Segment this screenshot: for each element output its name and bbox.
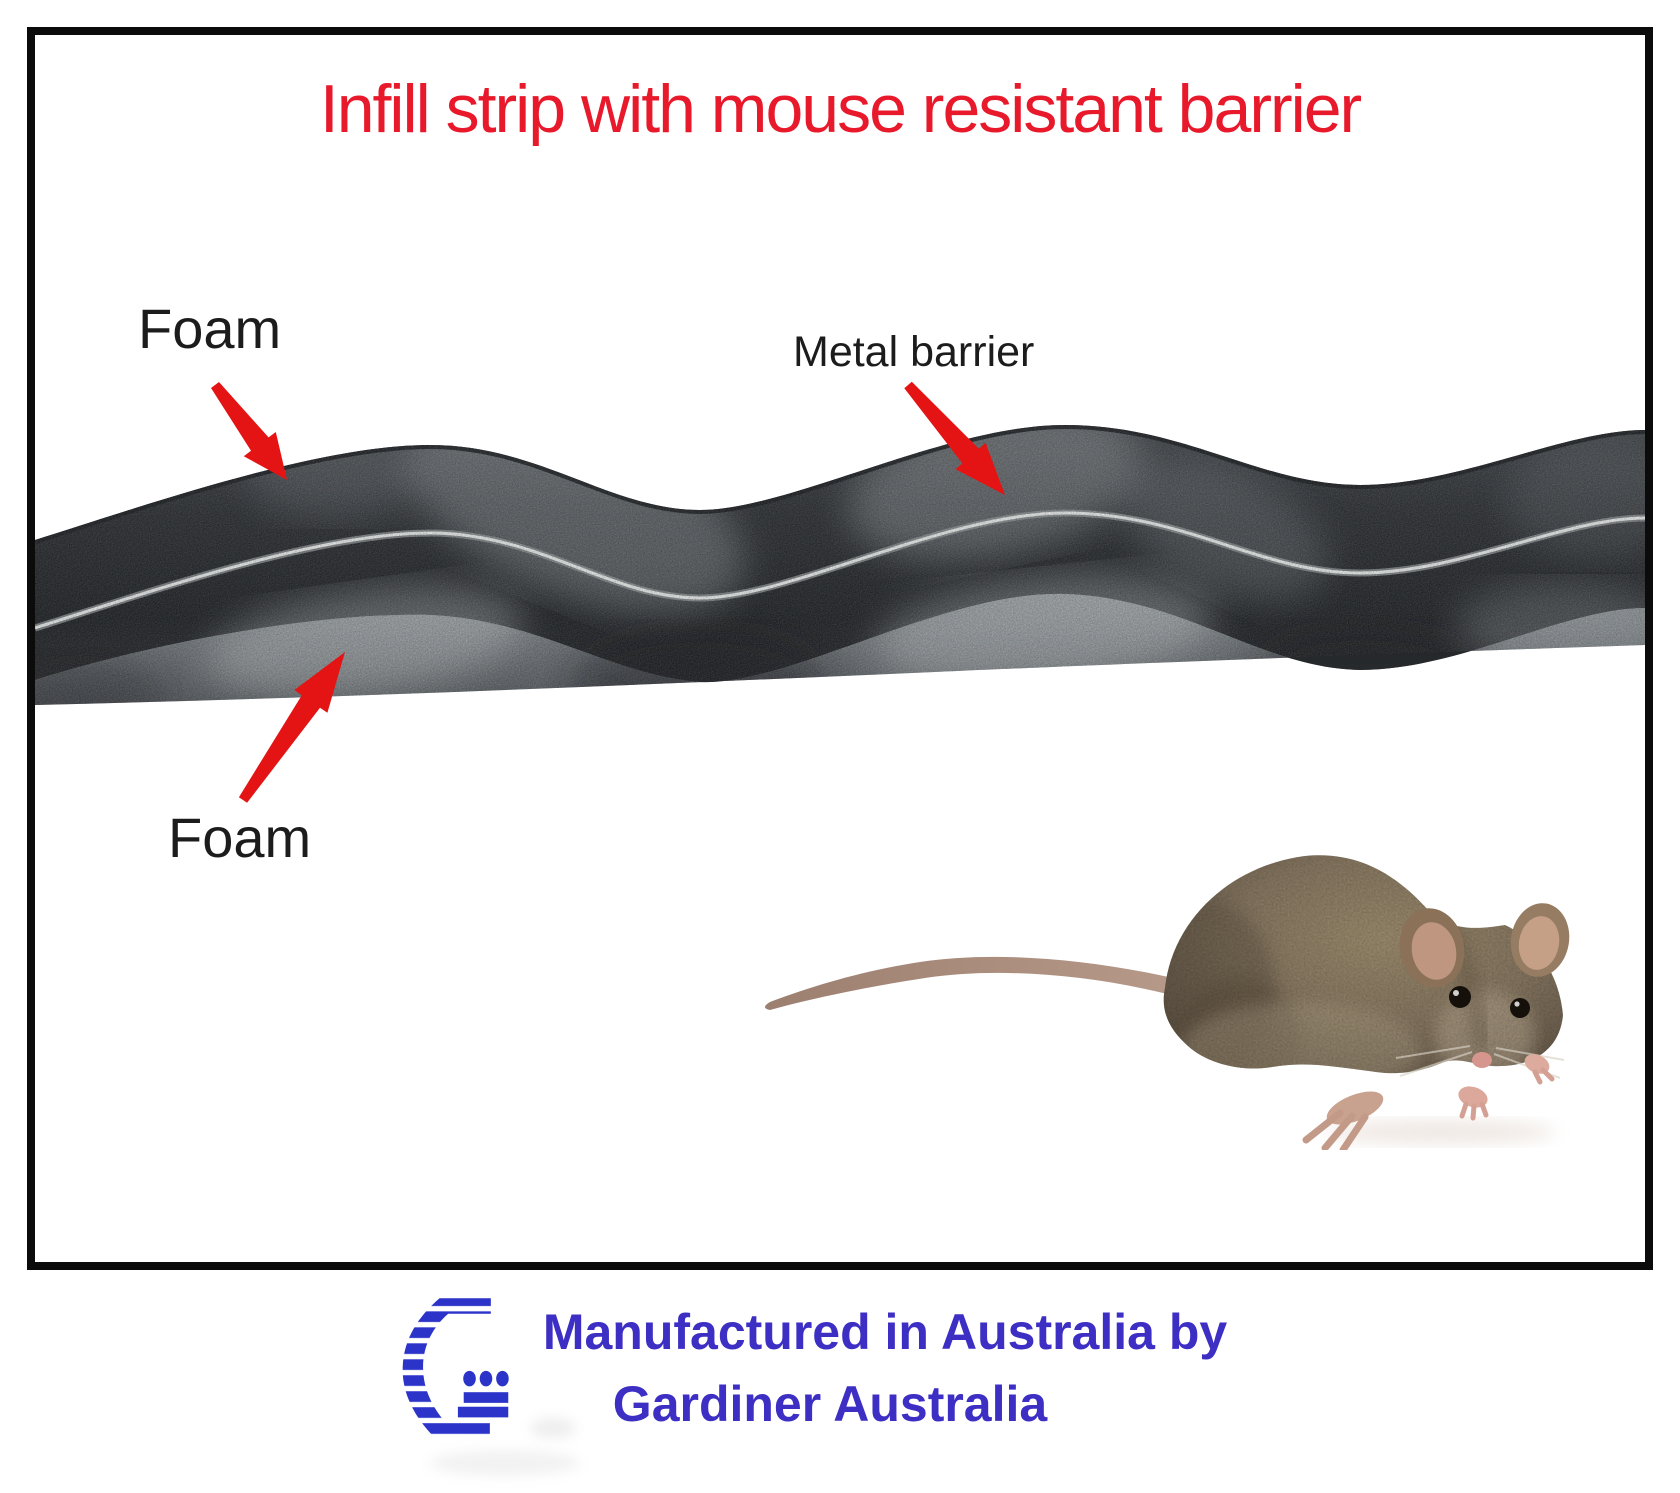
label-foam-bottom: Foam [168,806,312,869]
mouse-ears [1399,903,1570,988]
gardiner-logo-icon [402,1298,509,1439]
mouse-nose [1472,1052,1492,1068]
arrow-metal-barrier [904,381,1005,495]
label-foam-top: Foam [138,297,282,360]
scan-artifact [530,1418,576,1438]
scan-artifact [430,1450,580,1476]
logo-bars [457,1392,509,1418]
foam-strip-photo [35,425,1645,705]
mouse-hind-foot [1302,1091,1384,1150]
mouse-front-paws [1458,1054,1555,1121]
footer-line1: Manufactured in Australia by [542,1304,1228,1360]
logo-g-crescent [402,1298,491,1439]
mouse-photo [765,855,1570,1150]
annotation-arrows [211,381,1005,803]
mouse-shadow [1325,1119,1555,1145]
mouse-tail [765,956,1190,1010]
page-title: Infill strip with mouse resistant barrie… [319,71,1362,147]
arrow-foam-top [211,382,287,480]
image-frame: Infill strip with mouse resistant barrie… [27,27,1653,1270]
footer-line2: Gardiner Australia [612,1376,1048,1432]
mouse-eyes [1449,986,1530,1018]
label-metal-barrier: Metal barrier [793,328,1035,376]
logo-dots [463,1370,509,1387]
arrow-foam-bottom [238,652,345,803]
diagram-area: Infill strip with mouse resistant barrie… [35,35,1645,1262]
manufacturer-text: Manufactured in Australia by Gardiner Au… [530,1296,1240,1440]
footer: Manufactured in Australia by Gardiner Au… [0,1272,1680,1493]
